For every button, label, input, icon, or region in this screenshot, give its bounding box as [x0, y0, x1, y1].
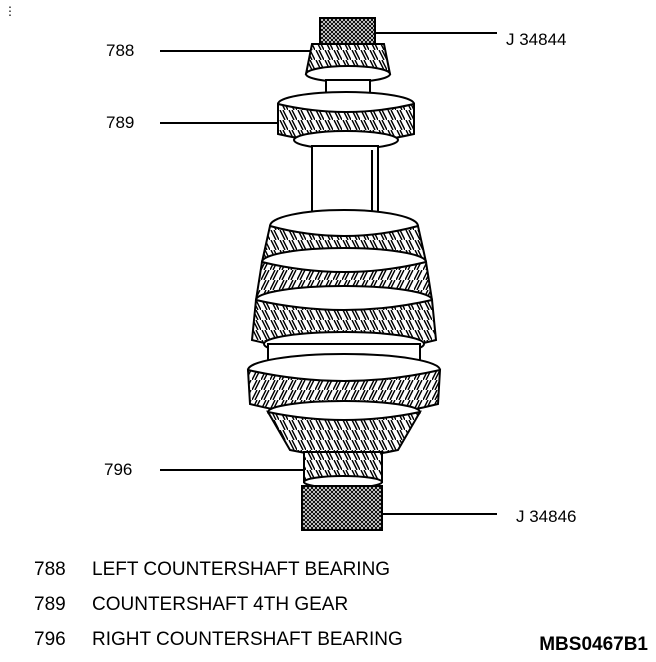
- legend-number: 788: [34, 559, 66, 580]
- gear-789: [277, 91, 415, 150]
- tool-j34844: [319, 17, 376, 45]
- legend-number: 789: [34, 594, 66, 615]
- legend-row-789: 789 COUNTERSHAFT 4TH GEAR: [34, 594, 348, 616]
- tool-j34846: [301, 485, 383, 531]
- callout-tool-j34846: J 34846: [516, 507, 577, 526]
- callout-789: 789: [106, 113, 135, 132]
- legend-description: LEFT COUNTERSHAFT BEARING: [92, 559, 391, 580]
- legend-description: RIGHT COUNTERSHAFT BEARING: [92, 629, 403, 650]
- callout-788: 788: [106, 41, 135, 60]
- leader-lines: [160, 32, 497, 515]
- corner-mark: ⋮: [4, 4, 16, 18]
- gear-cluster: [246, 209, 442, 457]
- bearing-796: [303, 451, 383, 489]
- callout-tool-j34844: J 34844: [506, 30, 567, 49]
- figure-id: MBS0467B1: [539, 634, 648, 655]
- callout-796: 796: [104, 460, 133, 479]
- bearing-788: [304, 43, 392, 97]
- legend-row-788: 788 LEFT COUNTERSHAFT BEARING: [34, 559, 390, 581]
- legend-number: 796: [34, 629, 66, 650]
- legend-row-796: 796 RIGHT COUNTERSHAFT BEARING: [34, 629, 403, 651]
- legend-description: COUNTERSHAFT 4TH GEAR: [92, 594, 349, 615]
